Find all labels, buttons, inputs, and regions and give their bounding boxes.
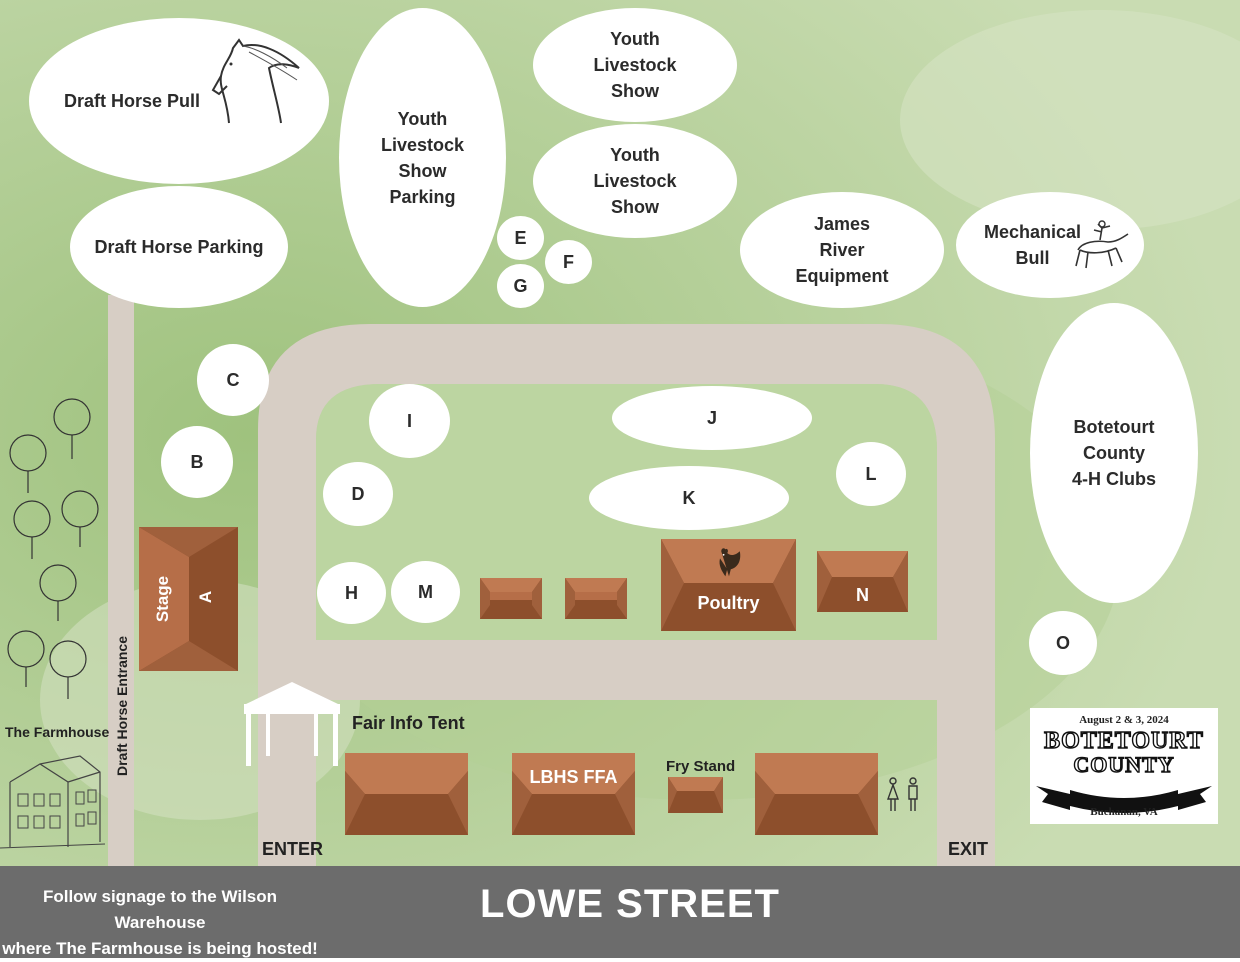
spot-o: O bbox=[1029, 611, 1097, 675]
four-h-clubs-label: Botetourt County 4-H Clubs bbox=[1071, 417, 1156, 489]
bull-rider-icon bbox=[1075, 220, 1129, 269]
youth-livestock-show-2-label: Youth Livestock Show bbox=[593, 145, 677, 217]
spot-m: M bbox=[391, 561, 460, 623]
spot-h-label: H bbox=[345, 583, 358, 603]
spot-b-label: B bbox=[190, 452, 204, 472]
fair-info-tent-label: Fair Info Tent bbox=[352, 713, 465, 733]
stage-building: Stage A bbox=[139, 527, 238, 671]
footer-note: Follow signage to the Wilson Warehouse w… bbox=[2, 887, 318, 958]
horse-icon bbox=[211, 38, 300, 124]
mechanical-bull-area: Mechanical Bull bbox=[956, 192, 1144, 298]
badge-date: August 2 & 3, 2024 bbox=[1079, 714, 1169, 726]
enter-label: ENTER bbox=[262, 839, 324, 859]
bottom-building-4 bbox=[755, 753, 878, 835]
spot-j: J bbox=[612, 386, 812, 450]
draft-horse-path bbox=[108, 295, 134, 870]
poultry-building: Poultry bbox=[661, 539, 796, 631]
spot-j-label: J bbox=[706, 408, 717, 428]
badge-place: Buchanan, VA bbox=[1090, 806, 1158, 818]
exit-label: EXIT bbox=[948, 839, 989, 859]
stage-label: Stage bbox=[153, 575, 172, 623]
badge-line1: BOTETOURT bbox=[1043, 727, 1204, 754]
small-building-2 bbox=[565, 578, 627, 619]
badge-ribbon-text: FAIR bbox=[1112, 788, 1136, 799]
lbhs-ffa-label: LBHS FFA bbox=[529, 767, 618, 787]
spot-g: G bbox=[497, 264, 544, 308]
james-river-equipment-area: James River Equipment bbox=[740, 192, 944, 308]
spot-k-label: K bbox=[682, 488, 696, 508]
badge-line2: COUNTY bbox=[1073, 751, 1175, 777]
farmhouse-label: The Farmhouse bbox=[5, 724, 110, 740]
trees-group bbox=[7, 398, 99, 699]
draft-horse-entrance-label: Draft Horse Entrance bbox=[114, 635, 130, 777]
bottom-building-1 bbox=[345, 753, 468, 835]
farmhouse-icon bbox=[0, 755, 105, 849]
spot-o-label: O bbox=[1055, 633, 1070, 653]
spot-e: E bbox=[497, 216, 544, 260]
spot-k: K bbox=[589, 466, 789, 530]
spot-f-label: F bbox=[563, 252, 574, 272]
mechanical-bull-label: Mechanical Bull bbox=[984, 222, 1082, 268]
youth-livestock-parking-area: Youth Livestock Show Parking bbox=[339, 8, 506, 307]
small-building-1 bbox=[480, 578, 542, 619]
draft-horse-pull-area: Draft Horse Pull bbox=[29, 18, 329, 184]
spot-d: D bbox=[323, 462, 393, 526]
footer-bar: Follow signage to the Wilson Warehouse w… bbox=[0, 866, 1240, 958]
spot-i-label: I bbox=[406, 411, 412, 431]
draft-horse-parking-area: Draft Horse Parking bbox=[70, 186, 288, 308]
spot-i: I bbox=[369, 384, 450, 458]
spot-m-label: M bbox=[418, 582, 433, 602]
spot-c-label: C bbox=[226, 370, 240, 390]
spot-b: B bbox=[161, 426, 233, 498]
four-h-clubs-area: Botetourt County 4-H Clubs bbox=[1030, 303, 1198, 603]
youth-livestock-show-2: Youth Livestock Show bbox=[533, 124, 737, 238]
badge-ribbon bbox=[1036, 786, 1212, 813]
spot-d-label: D bbox=[351, 484, 365, 504]
spot-l-label: L bbox=[865, 464, 877, 484]
fair-logo-badge: August 2 & 3, 2024 BOTETOURT COUNTY FAIR… bbox=[1030, 708, 1218, 824]
building-n: N bbox=[817, 551, 908, 612]
lbhs-ffa-building: LBHS FFA bbox=[512, 753, 635, 835]
rooster-icon bbox=[719, 548, 741, 577]
street-name: LOWE STREET bbox=[480, 882, 780, 926]
fry-stand-building bbox=[668, 777, 723, 813]
spot-g-label: G bbox=[513, 276, 528, 296]
spot-e-label: E bbox=[514, 228, 527, 248]
tent-icon bbox=[244, 682, 340, 766]
poultry-label: Poultry bbox=[697, 593, 760, 613]
youth-livestock-show-1-label: Youth Livestock Show bbox=[593, 29, 677, 101]
youth-livestock-show-1: Youth Livestock Show bbox=[533, 8, 737, 122]
spot-h: H bbox=[317, 562, 386, 624]
youth-livestock-parking-label: Youth Livestock Show Parking bbox=[380, 108, 465, 207]
tree-icon bbox=[7, 398, 99, 699]
draft-horse-pull-label: Draft Horse Pull bbox=[64, 91, 201, 111]
spot-l: L bbox=[836, 442, 906, 506]
draft-horse-parking-label: Draft Horse Parking bbox=[94, 237, 264, 257]
spot-f: F bbox=[545, 240, 592, 284]
spot-a-label: A bbox=[196, 590, 215, 604]
restroom-icon bbox=[887, 777, 918, 811]
james-river-equipment-label: James River Equipment bbox=[795, 214, 889, 286]
spot-c: C bbox=[197, 344, 269, 416]
fry-stand-label: Fry Stand bbox=[666, 758, 736, 775]
spot-n-label: N bbox=[856, 585, 869, 605]
